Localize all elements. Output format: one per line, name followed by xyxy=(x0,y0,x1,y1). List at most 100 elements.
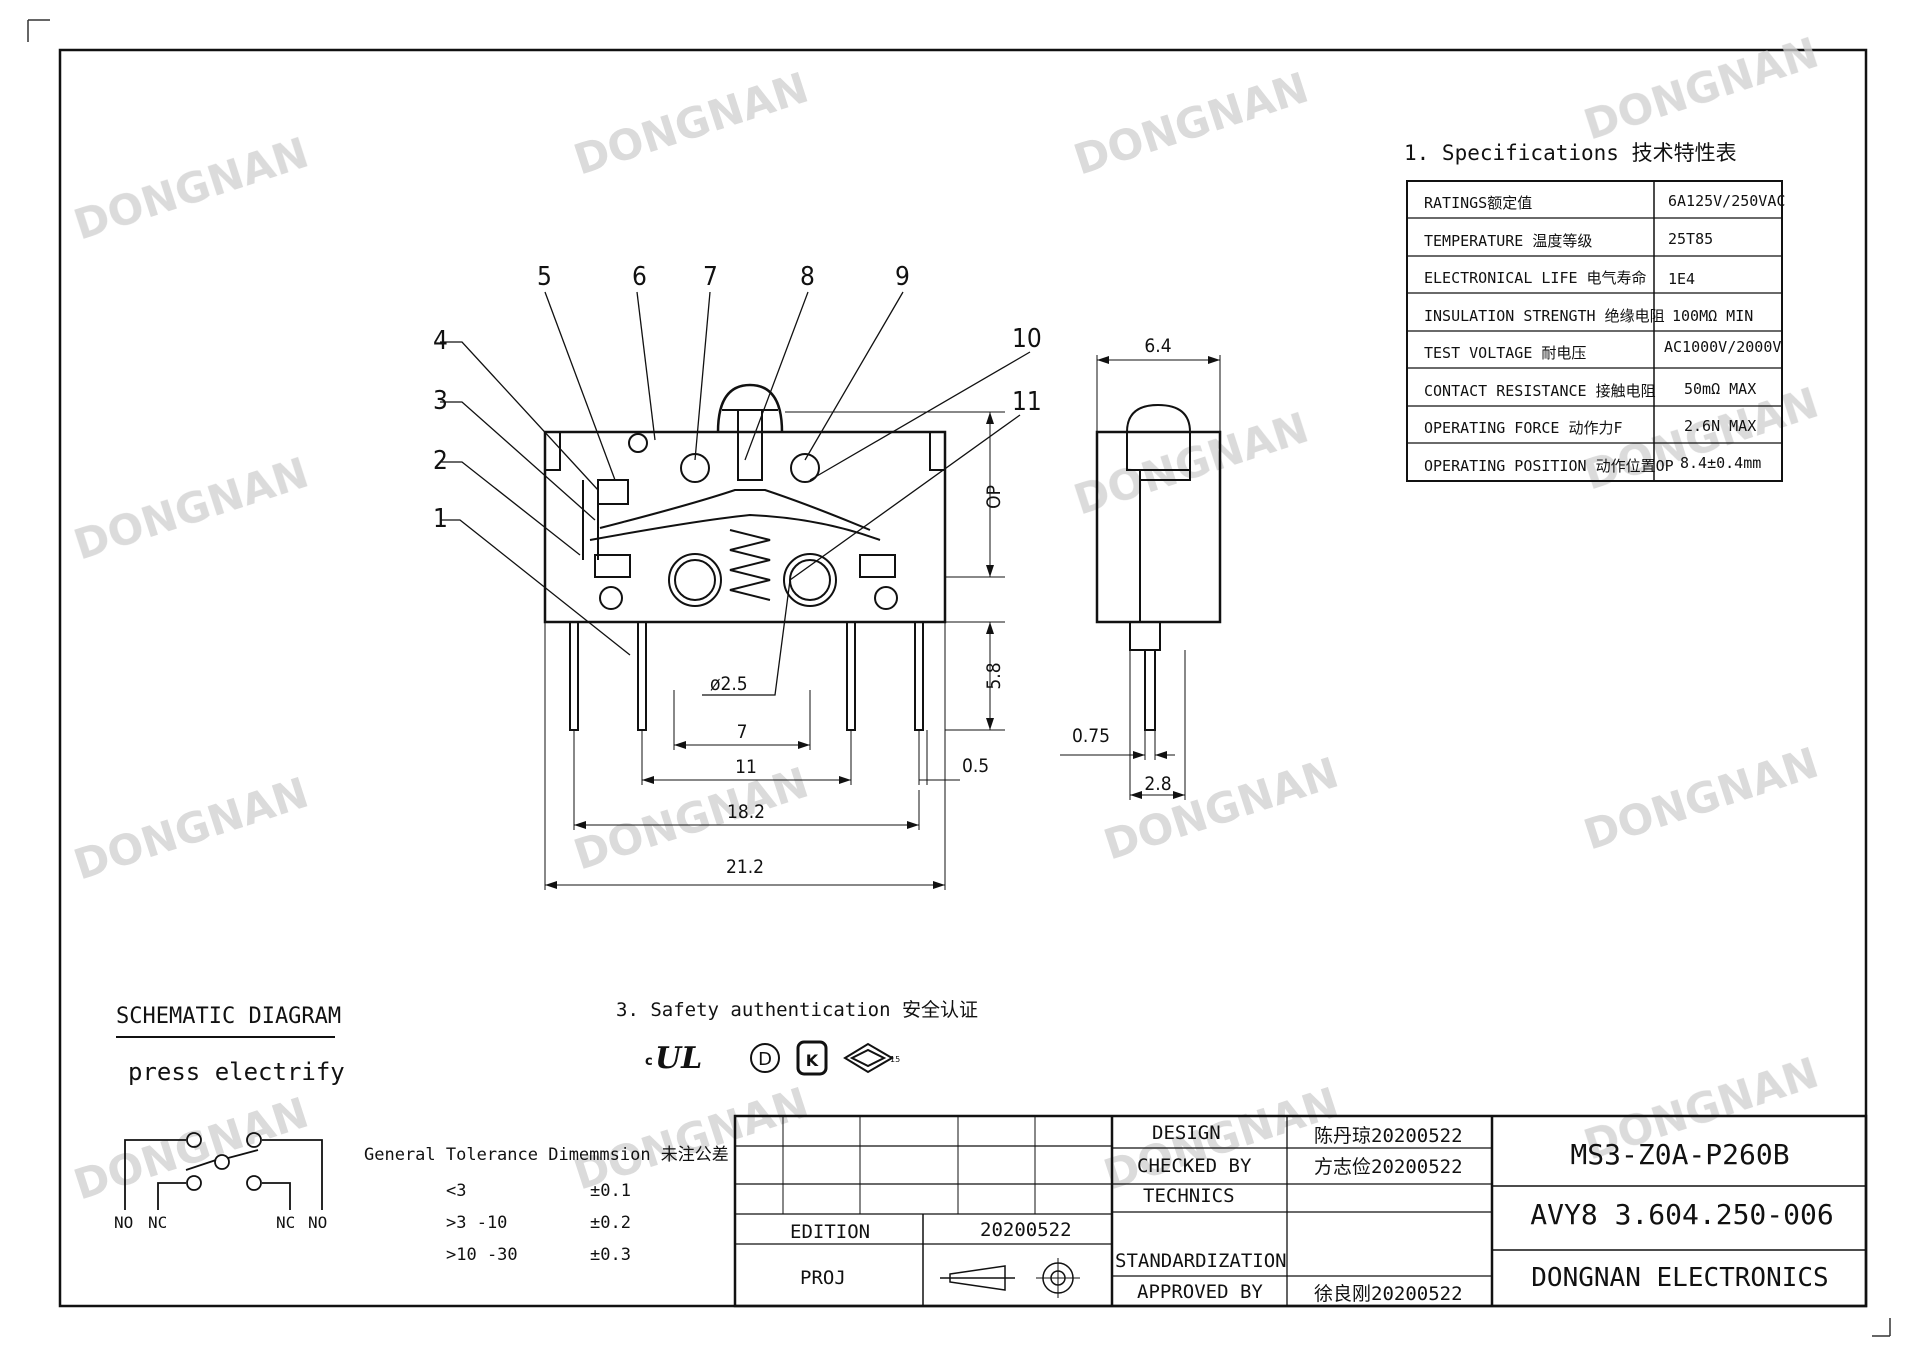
design-label: DESIGN xyxy=(1152,1122,1221,1144)
mounting-hole-right xyxy=(783,553,837,607)
spec-value-temperature: 25T85 xyxy=(1668,230,1713,248)
watermark-text: DONGNAN xyxy=(1068,403,1314,525)
pin-4 xyxy=(914,622,924,731)
spec-label-life: ELECTRONICAL LIFE 电气寿命 xyxy=(1424,269,1647,287)
company-name: DONGNAN ELECTRONICS xyxy=(1531,1263,1828,1293)
projection-symbol xyxy=(940,1265,1015,1291)
watermark-text: DONGNAN xyxy=(568,758,814,880)
dim-18-2: 18.2 xyxy=(727,801,765,823)
watermark-text: DONGNAN xyxy=(568,63,814,185)
callout-6: 6 xyxy=(632,262,647,292)
schematic-label-no-right: NO xyxy=(308,1213,327,1232)
schematic-contact xyxy=(246,1132,262,1148)
rivet-hole xyxy=(790,453,820,483)
dim-5-8: 5.8 xyxy=(983,662,1005,689)
design-value: 陈丹琼20200522 xyxy=(1314,1125,1463,1147)
part-number: MS3-Z0A-P260B xyxy=(1570,1138,1789,1171)
pin-1 xyxy=(569,622,579,731)
mounting-hole-left xyxy=(668,553,722,607)
dimension-arrows xyxy=(545,412,994,889)
contact-block xyxy=(597,479,629,505)
schematic-contact xyxy=(246,1175,262,1191)
callout-8: 8 xyxy=(800,262,815,292)
rivet-hole xyxy=(874,586,898,610)
spec-label-operating-force: OPERATING FORCE 动作力F xyxy=(1424,419,1623,437)
approved-label: APPROVED BY xyxy=(1137,1281,1263,1303)
body-notch xyxy=(929,432,945,471)
spec-value-life: 1E4 xyxy=(1668,270,1695,288)
rivet-hole xyxy=(628,433,648,453)
callout-labels: 1 2 3 4 5 6 7 8 9 10 11 xyxy=(433,262,1042,534)
schematic-label-nc-right: NC xyxy=(276,1213,295,1232)
dim-7: 7 xyxy=(737,721,748,743)
pin-2 xyxy=(637,622,647,731)
pin-3 xyxy=(846,622,856,731)
schematic-lever xyxy=(185,1159,217,1171)
cert-d-text: D xyxy=(758,1049,772,1070)
schematic-contact xyxy=(186,1132,202,1148)
side-actuator-stem xyxy=(1126,432,1191,471)
spec-value-ratings: 6A125V/250VAC xyxy=(1668,192,1785,210)
terminal-block xyxy=(859,554,896,578)
safety-marks: c UL D K 15 xyxy=(645,1040,900,1076)
actuator-dome xyxy=(716,383,784,433)
schematic-common xyxy=(214,1154,230,1170)
schematic-wire xyxy=(262,1182,291,1210)
spec-value-operating-position: 8.4±0.4mm xyxy=(1680,454,1761,472)
schematic-label-nc-left: NC xyxy=(148,1213,167,1232)
side-dimension-arrows xyxy=(1097,356,1220,799)
side-step xyxy=(1139,470,1191,481)
corner-mark-top-left xyxy=(27,19,50,42)
edition-label: EDITION xyxy=(790,1221,870,1243)
tolerance-range-2: >3 -10 xyxy=(446,1213,507,1233)
standardization-label: STANDARDIZATION xyxy=(1115,1250,1287,1272)
dim-21-2: 21.2 xyxy=(726,856,764,878)
callout-11: 11 xyxy=(1012,387,1042,417)
callout-1: 1 xyxy=(433,504,448,534)
callout-2: 2 xyxy=(433,446,448,476)
cert-cqc-icon xyxy=(843,1042,894,1074)
schematic-contact xyxy=(186,1175,202,1191)
spec-label-temperature: TEMPERATURE 温度等级 xyxy=(1424,232,1592,250)
callout-3: 3 xyxy=(433,386,448,416)
safety-title: 3. Safety authentication 安全认证 xyxy=(616,999,978,1021)
side-dimension-labels: 6.4 0.75 2.8 xyxy=(1072,335,1172,795)
spec-value-operating-force: 2.6N MAX xyxy=(1684,417,1756,435)
cert-cqc-text: 15 xyxy=(890,1055,900,1064)
tolerance-value-2: ±0.2 xyxy=(590,1213,631,1233)
spec-label-contact-resistance: CONTACT RESISTANCE 接触电阻 xyxy=(1424,382,1656,400)
dim-0-5: 0.5 xyxy=(962,755,989,777)
proj-label: PROJ xyxy=(800,1267,846,1289)
side-view xyxy=(1095,403,1222,731)
approved-value: 徐良刚20200522 xyxy=(1314,1283,1463,1305)
front-dimensions xyxy=(544,411,1005,890)
schematic-wire xyxy=(262,1139,323,1210)
cert-kc-icon xyxy=(796,1040,828,1076)
cert-ul-icon: UL xyxy=(655,1041,702,1076)
technics-label: TECHNICS xyxy=(1143,1185,1235,1207)
callout-9: 9 xyxy=(895,262,910,292)
watermark-text: DONGNAN xyxy=(1098,748,1344,870)
spec-title: 1. Specifications 技术特性表 xyxy=(1404,141,1737,165)
callout-7: 7 xyxy=(703,262,718,292)
side-actuator xyxy=(1126,403,1191,433)
mounting-hole-inner xyxy=(674,559,716,601)
tolerance-value-3: ±0.3 xyxy=(590,1245,631,1265)
watermark-text: DONGNAN xyxy=(68,1088,314,1210)
dim-2-8: 2.8 xyxy=(1144,773,1171,795)
spec-value-insulation: 100MΩ MIN xyxy=(1672,307,1753,325)
contact-arm xyxy=(582,480,599,560)
tolerance-title: General Tolerance Dimemmsion 未注公差 xyxy=(364,1145,729,1165)
title-block-border xyxy=(733,1114,1868,1308)
spec-table-rows xyxy=(1407,217,1782,444)
watermark-text: DONGNAN xyxy=(1578,738,1824,860)
dim-11: 11 xyxy=(735,756,757,778)
schematic-title: SCHEMATIC DIAGRAM xyxy=(116,1004,341,1029)
callout-10: 10 xyxy=(1012,324,1042,354)
side-body xyxy=(1095,430,1222,624)
callout-leaders xyxy=(440,291,1031,696)
tolerance-value-1: ±0.1 xyxy=(590,1181,631,1201)
cert-ul-prefix: c xyxy=(645,1054,653,1069)
edition-value: 20200522 xyxy=(980,1219,1072,1241)
watermark-text: DONGNAN xyxy=(1578,28,1824,150)
